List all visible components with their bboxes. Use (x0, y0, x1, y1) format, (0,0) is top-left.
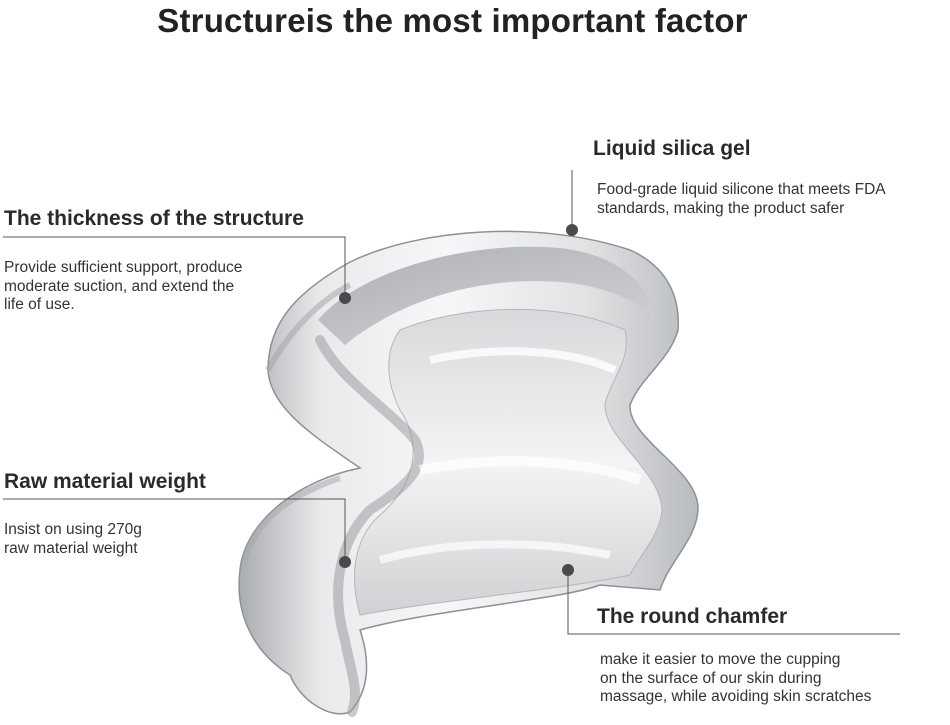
cup-highlight (429, 347, 617, 374)
description-line: life of use. (4, 296, 75, 313)
description-line: Food-grade liquid silicone that meets FD… (597, 181, 886, 198)
chamfer-heading: The round chamfer (597, 605, 788, 628)
thickness-heading: The thickness of the structure (4, 207, 304, 230)
weight-description: Insist on using 270g raw material weight (4, 521, 254, 558)
description-line: standards, making the product safer (597, 199, 845, 217)
weight-leader-line (3, 498, 346, 562)
description-line: make it easier to move the cupping (600, 651, 841, 668)
cup-shadow-band (265, 282, 352, 372)
weight-heading: Raw material weight (4, 470, 206, 493)
silica-heading: Liquid silica gel (593, 137, 751, 160)
thickness-description: Provide sufficient support, produce mode… (4, 259, 324, 315)
description-line: Provide sufficient support, produce (4, 259, 243, 276)
weight-leader-dot (339, 556, 351, 568)
cup-top-rim (318, 246, 655, 345)
chamfer-leader-line (567, 570, 900, 635)
chamfer-leader-dot (562, 564, 574, 576)
cup-shadow-band (242, 475, 341, 561)
thickness-leader-line (3, 236, 346, 298)
description-line: Insist on using 270g (4, 521, 142, 538)
cup-highlight (419, 456, 642, 485)
description-line: on the surface of our skin during (600, 669, 822, 687)
page-title: Structureis the most important factor (157, 2, 748, 39)
cup-cut-edge (315, 335, 424, 717)
description-line: massage, while avoiding skin scratches (600, 688, 872, 705)
silica-leader-dot (566, 224, 578, 236)
cup-highlight (378, 540, 611, 564)
silica-description: Food-grade liquid silicone that meets FD… (597, 181, 942, 218)
chamfer-description: make it easier to move the cupping on th… (600, 651, 945, 707)
thickness-leader-dot (339, 292, 351, 304)
description-line: raw material weight (4, 539, 138, 557)
description-line: moderate suction, and extend the (4, 277, 235, 295)
